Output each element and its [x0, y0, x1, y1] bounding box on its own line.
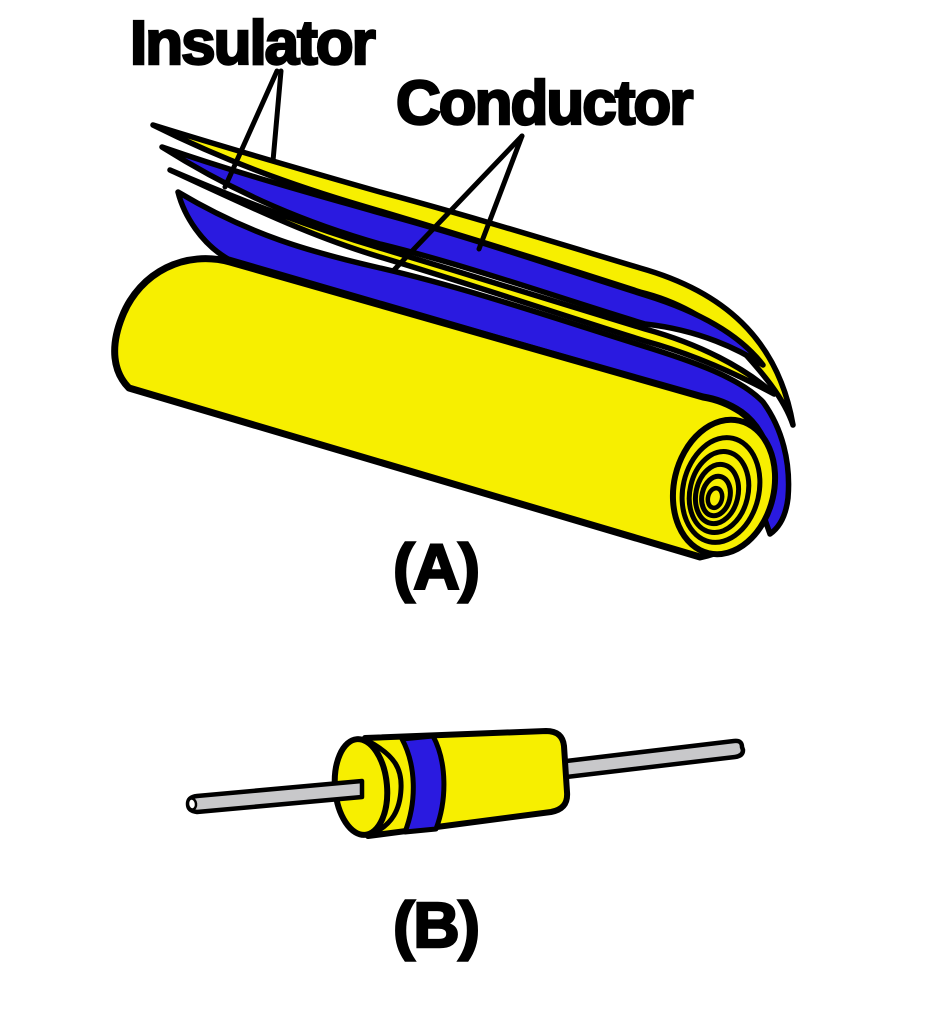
capacitor-body	[362, 728, 571, 839]
roll-spiral-ring-3	[692, 461, 742, 527]
insulator-sheet-inner	[167, 167, 777, 397]
body-rim-arc	[365, 738, 404, 836]
roll-spiral-ring-2	[686, 449, 752, 535]
insulator-label: Insulator	[130, 9, 376, 78]
insulator-leader-line-1	[222, 68, 280, 190]
lead-wire-left-tip-highlight	[186, 797, 198, 811]
conductor-sheet-outer	[159, 144, 766, 368]
roll-spiral-ring-4	[699, 473, 733, 519]
conductor-label: Conductor	[396, 69, 693, 138]
lead-wire-right	[555, 738, 746, 781]
conductor-leader-line-2	[476, 133, 525, 252]
rolled-capacitor-section-a: Insulator Conductor (A)	[111, 8, 796, 604]
conductor-leader-line-1	[390, 133, 525, 274]
roll-spiral-ring-5	[705, 485, 725, 511]
axial-capacitor-section-b: (B)	[185, 728, 746, 962]
roll-spiral-ring-1	[679, 435, 763, 545]
caption-part-a: (A)	[393, 531, 479, 603]
caption-part-b: (B)	[393, 889, 479, 961]
capacitor-blue-band	[399, 733, 447, 835]
insulator-leader-line-2	[270, 68, 284, 164]
